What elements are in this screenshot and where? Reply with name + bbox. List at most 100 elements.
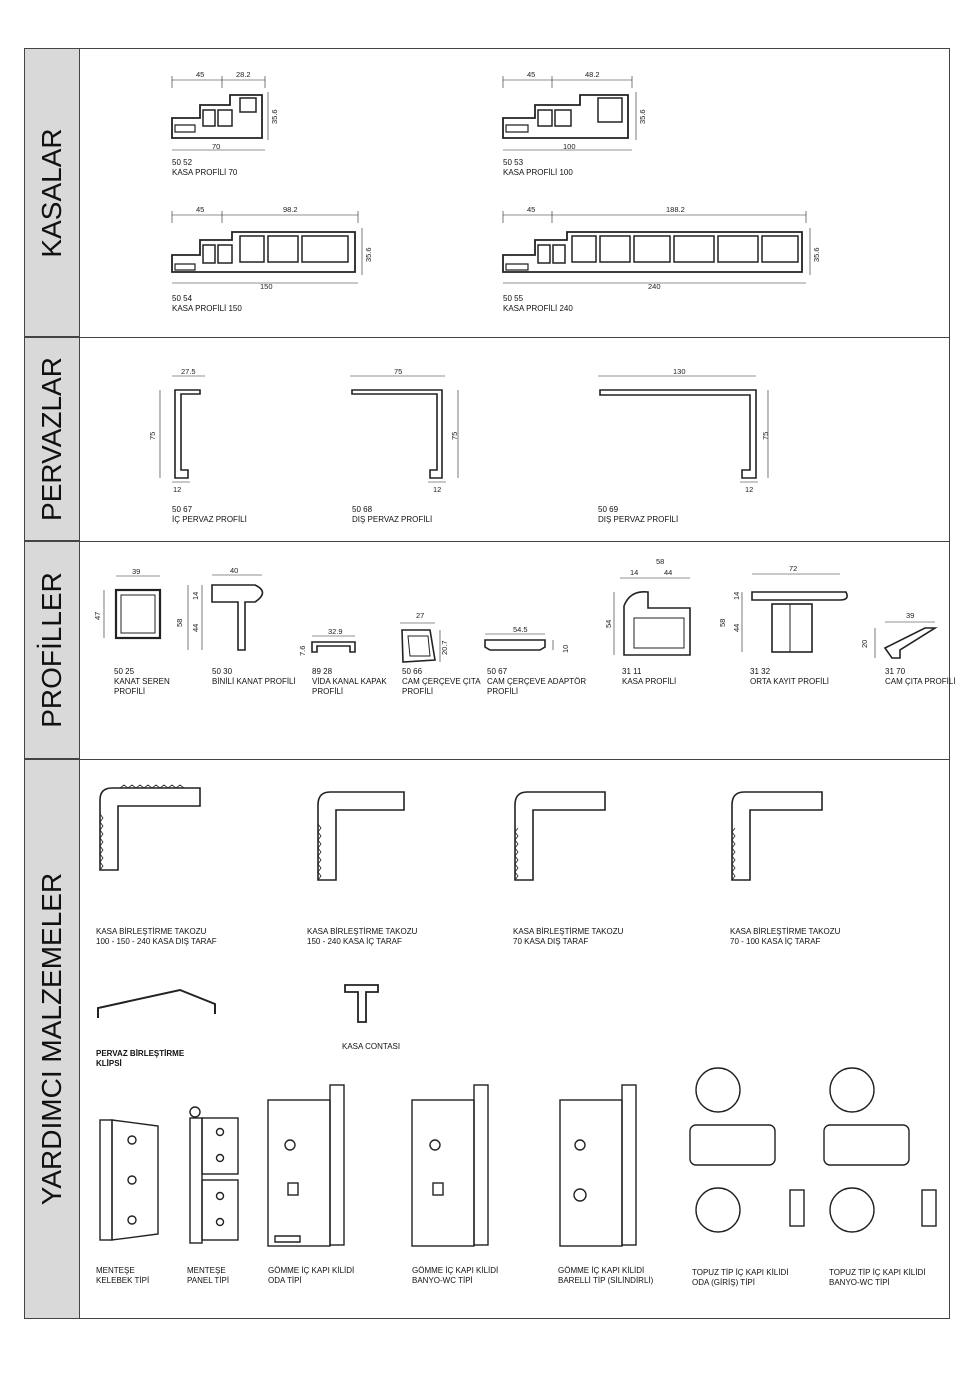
profil-1-dim-height: 47 — [93, 611, 102, 620]
takoz-2-drawing — [317, 791, 405, 881]
hardware-4-label: GÖMME İÇ KAPI KİLİDİ — [412, 1266, 499, 1275]
klips-drawing — [97, 988, 216, 1018]
section-band-kasalar: KASALAR — [24, 48, 80, 337]
profil-7-dim-bottom: 44 — [732, 623, 741, 632]
conta-label: KASA CONTASI — [342, 1042, 401, 1051]
lock-banyo-drawing — [411, 1084, 489, 1247]
pervaz-50-67-drawing — [159, 375, 205, 483]
lock-barelli-drawing — [559, 1084, 637, 1247]
pervaz-1-top: 27.5 — [181, 367, 196, 376]
profil-6-code: 31 11 — [622, 667, 642, 676]
kasa-3-name: KASA PROFİLİ 150 — [172, 304, 242, 313]
kasa-2-code: 50 53 — [503, 158, 524, 167]
pervaz-3-side: 75 — [761, 431, 770, 440]
takoz-1-label: KASA BİRLEŞTİRME TAKOZU — [96, 927, 207, 936]
profil-2-dim-bottom: 44 — [191, 623, 200, 632]
conta-drawing — [344, 984, 379, 1023]
profil-8-dim-height: 20 — [860, 639, 869, 648]
profil-3-name-2: PROFİLİ — [312, 687, 344, 696]
takoz-2-label: KASA BİRLEŞTİRME TAKOZU — [307, 927, 418, 936]
pervaz-3-code: 50 69 — [598, 505, 619, 514]
hardware-3-label: GÖMME İÇ KAPI KİLİDİ — [268, 1266, 355, 1275]
profil-7-code: 31 32 — [750, 667, 771, 676]
pervaz-1-bottom: 12 — [173, 485, 182, 494]
hardware-2-sublabel: PANEL TİPİ — [187, 1276, 230, 1285]
kasa-3-dim-3: 35.6 — [364, 247, 373, 262]
pervaz-3-name: DIŞ PERVAZ PROFİLİ — [598, 515, 679, 524]
kasa-2-dim-4: 100 — [563, 142, 576, 151]
profil-6-dim-left: 14 — [630, 568, 639, 577]
takoz-3-label: KASA BİRLEŞTİRME TAKOZU — [513, 927, 624, 936]
profil-50-66-drawing — [400, 622, 441, 663]
takoz-3-sublabel: 70 KASA DIŞ TARAF — [513, 937, 589, 946]
lock-oda-drawing — [267, 1084, 345, 1247]
hardware-7-sublabel: BANYO-WC TİPİ — [829, 1278, 890, 1287]
section-band-profiller: PROFİLLER — [24, 541, 80, 759]
profil-6-name: KASA PROFİLİ — [622, 677, 677, 686]
profil-5-name-2: PROFİLİ — [487, 687, 519, 696]
kasa-profile-70-drawing — [171, 76, 269, 151]
profil-6-dim-right: 44 — [664, 568, 673, 577]
takoz-1-drawing — [99, 784, 201, 871]
hardware-5-sublabel: BARELLİ TİP (SİLİNDİRLİ) — [558, 1276, 654, 1285]
profil-4-dim-width: 27 — [416, 611, 425, 620]
profil-4-name-2: PROFİLİ — [402, 687, 434, 696]
profil-2-dim-width: 40 — [230, 566, 239, 575]
profil-5-code: 50 67 — [487, 667, 508, 676]
hardware-4-sublabel: BANYO-WC TİPİ — [412, 1276, 473, 1285]
profil-5-name: CAM ÇERÇEVE ADAPTÖR — [487, 677, 587, 686]
kasa-1-code: 50 52 — [172, 158, 193, 167]
section-divider — [24, 337, 950, 338]
profil-3-name: VİDA KANAL KAPAK — [312, 677, 387, 686]
takoz-4-label: KASA BİRLEŞTİRME TAKOZU — [730, 927, 841, 936]
hardware-1-label: MENTEŞE — [96, 1266, 135, 1275]
kasa-1-dim-1: 45 — [196, 70, 205, 79]
klips-sublabel: KLİPSİ — [96, 1059, 122, 1068]
profil-31-32-drawing — [741, 573, 848, 653]
profil-8-code: 31 70 — [885, 667, 906, 676]
kasa-1-dim-3: 35.6 — [270, 109, 279, 124]
profil-4-code: 50 66 — [402, 667, 423, 676]
pervaz-2-bottom: 12 — [433, 485, 442, 494]
takoz-4-drawing — [731, 791, 823, 881]
takoz-3-drawing — [514, 791, 606, 881]
profil-8-dim-width: 39 — [906, 611, 915, 620]
pervaz-2-code: 50 68 — [352, 505, 373, 514]
profil-50-30-drawing — [187, 574, 264, 651]
profil-2-dim-top: 14 — [191, 591, 200, 600]
profil-6-dim-width: 58 — [656, 557, 665, 566]
pervaz-1-side: 75 — [148, 431, 157, 440]
hinge-butterfly-drawing — [99, 1119, 159, 1241]
kasa-1-dim-2: 28.2 — [236, 70, 251, 79]
kasa-4-code: 50 55 — [503, 294, 524, 303]
pervaz-2-side: 75 — [450, 431, 459, 440]
pervaz-2-name: DIŞ PERVAZ PROFİLİ — [352, 515, 433, 524]
hardware-6-label: TOPUZ TİP İÇ KAPI KİLİDİ — [692, 1268, 789, 1277]
knob-banyo-drawing — [823, 1067, 937, 1233]
profil-50-67-adapter-drawing — [484, 633, 554, 651]
kasa-2-dim-1: 45 — [527, 70, 536, 79]
profil-1-dim-width: 39 — [132, 567, 141, 576]
profil-7-dim-width: 72 — [789, 564, 798, 573]
kasa-4-dim-2: 188.2 — [666, 205, 685, 214]
hardware-6-sublabel: ODA (GİRİŞ) TİPİ — [692, 1278, 755, 1287]
hardware-2-label: MENTEŞE — [187, 1266, 226, 1275]
profil-1-name-2: PROFİLİ — [114, 687, 146, 696]
takoz-4-sublabel: 70 - 100 KASA İÇ TARAF — [730, 937, 821, 946]
hardware-7-label: TOPUZ TİP İÇ KAPI KİLİDİ — [829, 1268, 926, 1277]
profil-2-dim-height: 58 — [175, 618, 184, 627]
hardware-3-sublabel: ODA TİPİ — [268, 1276, 302, 1285]
profil-4-dim-height: 20.7 — [440, 640, 449, 655]
takoz-1-sublabel: 100 - 150 - 240 KASA DIŞ TARAF — [96, 937, 217, 946]
profil-3-code: 89 28 — [312, 667, 333, 676]
section-band-pervazlar: PERVAZLAR — [24, 337, 80, 541]
profil-31-11-drawing — [613, 577, 691, 656]
profil-7-name: ORTA KAYIT PROFİLİ — [750, 677, 829, 686]
section-divider — [24, 759, 950, 760]
pervaz-1-name: İÇ PERVAZ PROFİLİ — [172, 515, 247, 524]
takoz-2-sublabel: 150 - 240 KASA İÇ TARAF — [307, 937, 402, 946]
kasa-profile-100-drawing — [502, 76, 637, 151]
kasa-3-code: 50 54 — [172, 294, 193, 303]
profil-3-dim-height: 7.6 — [298, 645, 307, 656]
